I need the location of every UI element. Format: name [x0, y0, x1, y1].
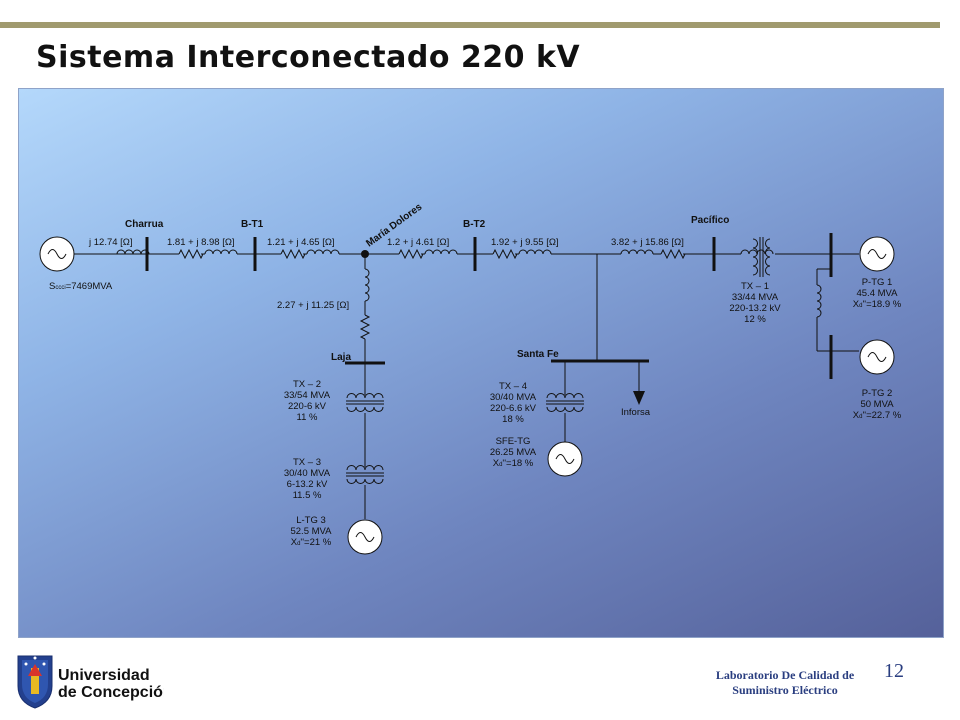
- svg-text:Xd''=22.7 %: Xd''=22.7 %: [853, 410, 902, 421]
- label-imp-maria-bt2: 1.2 + j 4.61 [Ω]: [387, 237, 449, 248]
- svg-text:11.5 %: 11.5 %: [293, 490, 322, 501]
- footer-line-1: Laboratorio De Calidad de: [715, 668, 855, 682]
- label-sfetg: SFE-TG 26.25 MVA Xd''=18 %: [490, 436, 537, 469]
- svg-text:50 MVA: 50 MVA: [860, 399, 894, 410]
- label-imp-bt1-maria: 1.21 + j 4.65 [Ω]: [267, 237, 335, 248]
- label-ptg2: P-TG 2 50 MVA Xd''=22.7 %: [853, 388, 902, 421]
- svg-text:TX – 3: TX – 3: [293, 457, 321, 468]
- svg-text:33/44 MVA: 33/44 MVA: [732, 292, 779, 303]
- svg-text:TX – 4: TX – 4: [499, 381, 527, 392]
- label-imp-charrua-bt1: 1.81 + j 8.98 [Ω]: [167, 237, 235, 248]
- svg-text:220-13.2 kV: 220-13.2 kV: [729, 303, 781, 314]
- label-bt2: B-T2: [463, 219, 486, 230]
- svg-text:220-6.6 kV: 220-6.6 kV: [490, 403, 537, 414]
- laja-branch: [360, 254, 370, 363]
- svg-text:26.25 MVA: 26.25 MVA: [490, 447, 537, 458]
- inforsa-load-arrow: [633, 391, 645, 405]
- svg-text:Xd''=18.9 %: Xd''=18.9 %: [853, 299, 902, 310]
- tx3-symbol: [345, 465, 385, 484]
- tx1-symbol: [752, 237, 771, 277]
- svg-text:52.5 MVA: 52.5 MVA: [290, 526, 332, 537]
- page-number: 12: [884, 660, 904, 682]
- svg-text:33/54 MVA: 33/54 MVA: [284, 390, 331, 401]
- label-source: Sccci=7469MVA: [49, 281, 113, 292]
- footer-line-2: Suministro Eléctrico: [732, 683, 838, 697]
- slide-title: Sistema Interconectado 220 kV: [36, 40, 581, 75]
- label-tx2: TX – 2 33/54 MVA 220-6 kV 11 %: [284, 379, 331, 423]
- laja-down: [345, 363, 385, 519]
- label-ptg1: P-TG 1 45.4 MVA Xd''=18.9 %: [853, 277, 902, 310]
- svg-text:Xd''=21 %: Xd''=21 %: [291, 537, 332, 548]
- svg-text:30/40 MVA: 30/40 MVA: [284, 468, 331, 479]
- main-line: [74, 249, 859, 259]
- university-logo: Universidad de Concepción: [17, 655, 164, 709]
- label-tx1: TX – 1 33/44 MVA 220-13.2 kV 12 %: [729, 281, 781, 325]
- tx2-symbol: [345, 393, 385, 412]
- label-imp-maria-laja: 2.27 + j 11.25 [Ω]: [277, 300, 349, 311]
- single-line-diagram: Charrua B-T1 María Dolores B-T2 Pacífico…: [39, 201, 902, 555]
- svg-text:P-TG 1: P-TG 1: [862, 277, 893, 288]
- label-tx4: TX – 4 30/40 MVA 220-6.6 kV 18 %: [490, 381, 537, 425]
- svg-text:Xd''=18 %: Xd''=18 %: [493, 458, 534, 469]
- svg-text:11 %: 11 %: [297, 412, 319, 423]
- label-santa-fe: Santa Fe: [517, 349, 559, 360]
- svg-text:TX – 2: TX – 2: [293, 379, 321, 390]
- label-imp-bt2-junction: 1.92 + j 9.55 [Ω]: [491, 237, 559, 248]
- svg-text:L-TG 3: L-TG 3: [296, 515, 326, 526]
- svg-text:TX – 1: TX – 1: [741, 281, 769, 292]
- label-imp-source: j 12.74 [Ω]: [88, 237, 133, 248]
- svg-text:220-6 kV: 220-6 kV: [288, 401, 327, 412]
- svg-text:18 %: 18 %: [502, 414, 524, 425]
- ptg2-generator-icon: [859, 339, 895, 375]
- svg-text:P-TG 2: P-TG 2: [862, 388, 893, 399]
- svg-text:12 %: 12 %: [744, 314, 766, 325]
- tx4-symbol: [545, 393, 585, 412]
- label-bt1: B-T1: [241, 219, 264, 230]
- top-accent-bar: [0, 22, 940, 28]
- svg-text:6-13.2 kV: 6-13.2 kV: [287, 479, 328, 490]
- label-imp-junction-pacifico: 3.82 + j 15.86 [Ω]: [611, 237, 684, 248]
- footer-lab-name: Laboratorio De Calidad de Suministro Elé…: [700, 668, 870, 698]
- source-generator-icon: [39, 236, 75, 272]
- label-ltg3: L-TG 3 52.5 MVA Xd''=21 %: [290, 515, 332, 548]
- diagram-panel: Charrua B-T1 María Dolores B-T2 Pacífico…: [18, 88, 944, 638]
- svg-text:30/40 MVA: 30/40 MVA: [490, 392, 537, 403]
- label-charrua: Charrua: [125, 219, 164, 230]
- label-pacifico: Pacífico: [691, 215, 729, 226]
- label-inforsa: Inforsa: [621, 407, 651, 418]
- label-laja: Laja: [331, 352, 351, 363]
- sfetg-generator-icon: [547, 441, 583, 477]
- svg-text:Universidad: Universidad: [58, 667, 150, 684]
- ltg3-generator-icon: [347, 519, 383, 555]
- svg-text:45.4 MVA: 45.4 MVA: [856, 288, 898, 299]
- pacifico-generators: [816, 253, 859, 352]
- svg-text:de Concepción: de Concepción: [58, 684, 164, 701]
- label-tx3: TX – 3 30/40 MVA 6-13.2 kV 11.5 %: [284, 457, 331, 501]
- ptg1-generator-icon: [859, 236, 895, 272]
- santa-fe-down: [545, 361, 645, 443]
- svg-text:SFE-TG: SFE-TG: [496, 436, 531, 447]
